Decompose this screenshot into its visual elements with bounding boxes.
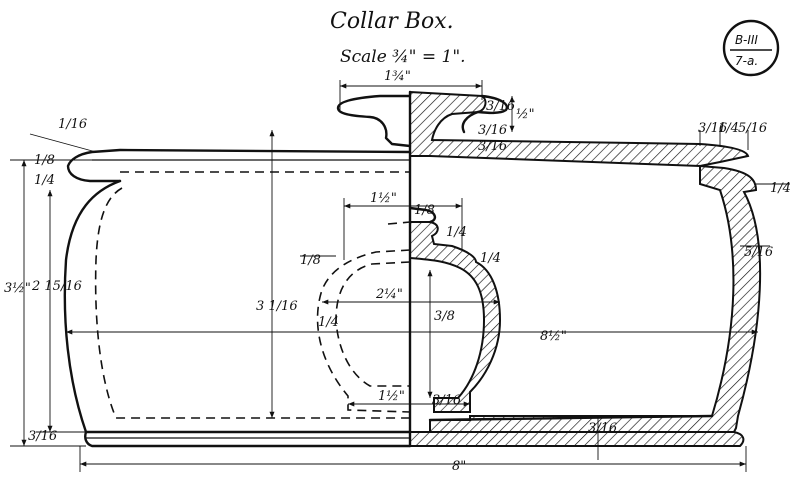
dim-lid-rim-left-b: 1/8 [34,153,55,168]
dim-bottle-neck-width: 1½" [370,191,397,206]
dim-body-height: 2 15/16 [31,279,82,294]
dim-bottle-width: 2¼" [375,287,403,302]
lid-left [66,94,412,183]
dim-lid-rim-left: 1/16 [58,117,87,132]
dim-right-b: 1/4 [718,121,739,136]
bottle-left [316,221,411,413]
dim-knob-height: ½" [516,107,535,122]
dim-right-a: 3/16 [698,121,727,136]
plate-badge: B-III 7-a. [722,19,780,77]
dim-bottle-base: 3/16 [432,393,461,408]
dim-lid-flange: 3/16 [478,139,507,154]
scale-label: Scale ¾" = 1". [340,47,466,67]
dim-lid-rim-left-c: 1/4 [34,173,55,188]
dim-base-thickness: 3/16 [28,429,57,444]
dim-overall-width: 8" [452,459,466,474]
body-left [63,179,412,434]
plate-number-bottom: 7-a. [735,54,758,68]
dim-bottle-rim: 1/8 [300,253,321,268]
dim-bottom-thickness: 3/16 [588,421,617,436]
bottle-right-section [408,206,502,413]
dimension-lines [10,80,790,472]
dim-right-lip: 1/4 [770,181,791,196]
dim-bottle-wall: 1/4 [318,315,339,330]
dim-inner-height: 3 1/16 [256,299,298,314]
plate-number-top: B-III [735,33,758,47]
dim-body-width: 8½" [540,329,567,344]
dim-right-wall: 5/16 [744,245,773,260]
body-right-section [428,164,762,433]
dim-bottle-neck: 1/8 [414,203,435,218]
dim-bottle-height: 3/8 [434,309,455,324]
base [84,430,745,448]
dim-knob-width: 1¾" [384,69,411,84]
dim-total-height: 3½" [4,281,31,296]
dim-bottle-stopper: 1/4 [446,225,467,240]
dimension-labels: 1¾" ½" 3/16 3/16 3/16 1/16 1/8 1/4 3/16 … [4,69,791,474]
dim-knob-thickness: 3/16 [486,99,515,114]
dim-bottle-base-width: 1½" [378,389,405,404]
drawing-title: Collar Box. [330,9,454,34]
dim-right-c: 5/16 [738,121,767,136]
dim-bottle-shoulder: 1/4 [480,251,501,266]
lid-right-section [409,90,750,168]
dim-lid-thickness: 3/16 [478,123,507,138]
